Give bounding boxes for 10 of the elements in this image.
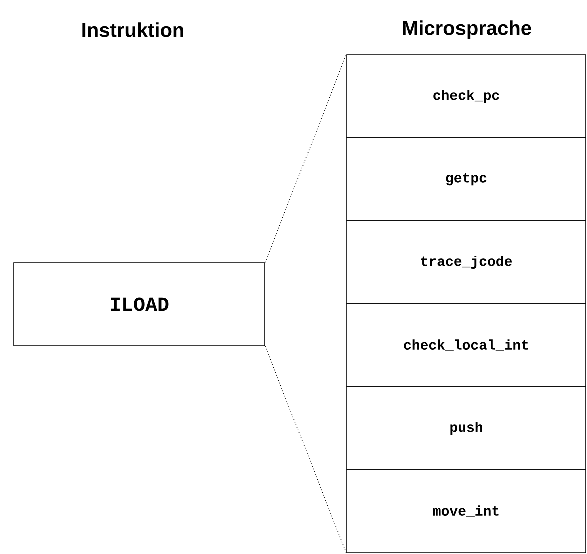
micro-step-cell: move_int bbox=[346, 470, 586, 554]
instruction-box: ILOAD bbox=[14, 262, 266, 346]
micro-step-cell: check_pc bbox=[346, 54, 586, 138]
micro-step-cell: getpc bbox=[346, 138, 586, 222]
column-heading: Instruktion bbox=[82, 22, 184, 38]
micro-step-cell: push bbox=[346, 386, 586, 470]
zoom-line bbox=[265, 346, 347, 554]
micro-step-cell: trace_jcode bbox=[346, 220, 586, 304]
zoom-line bbox=[265, 54, 347, 263]
micro-step-cell: check_local_int bbox=[346, 304, 586, 388]
